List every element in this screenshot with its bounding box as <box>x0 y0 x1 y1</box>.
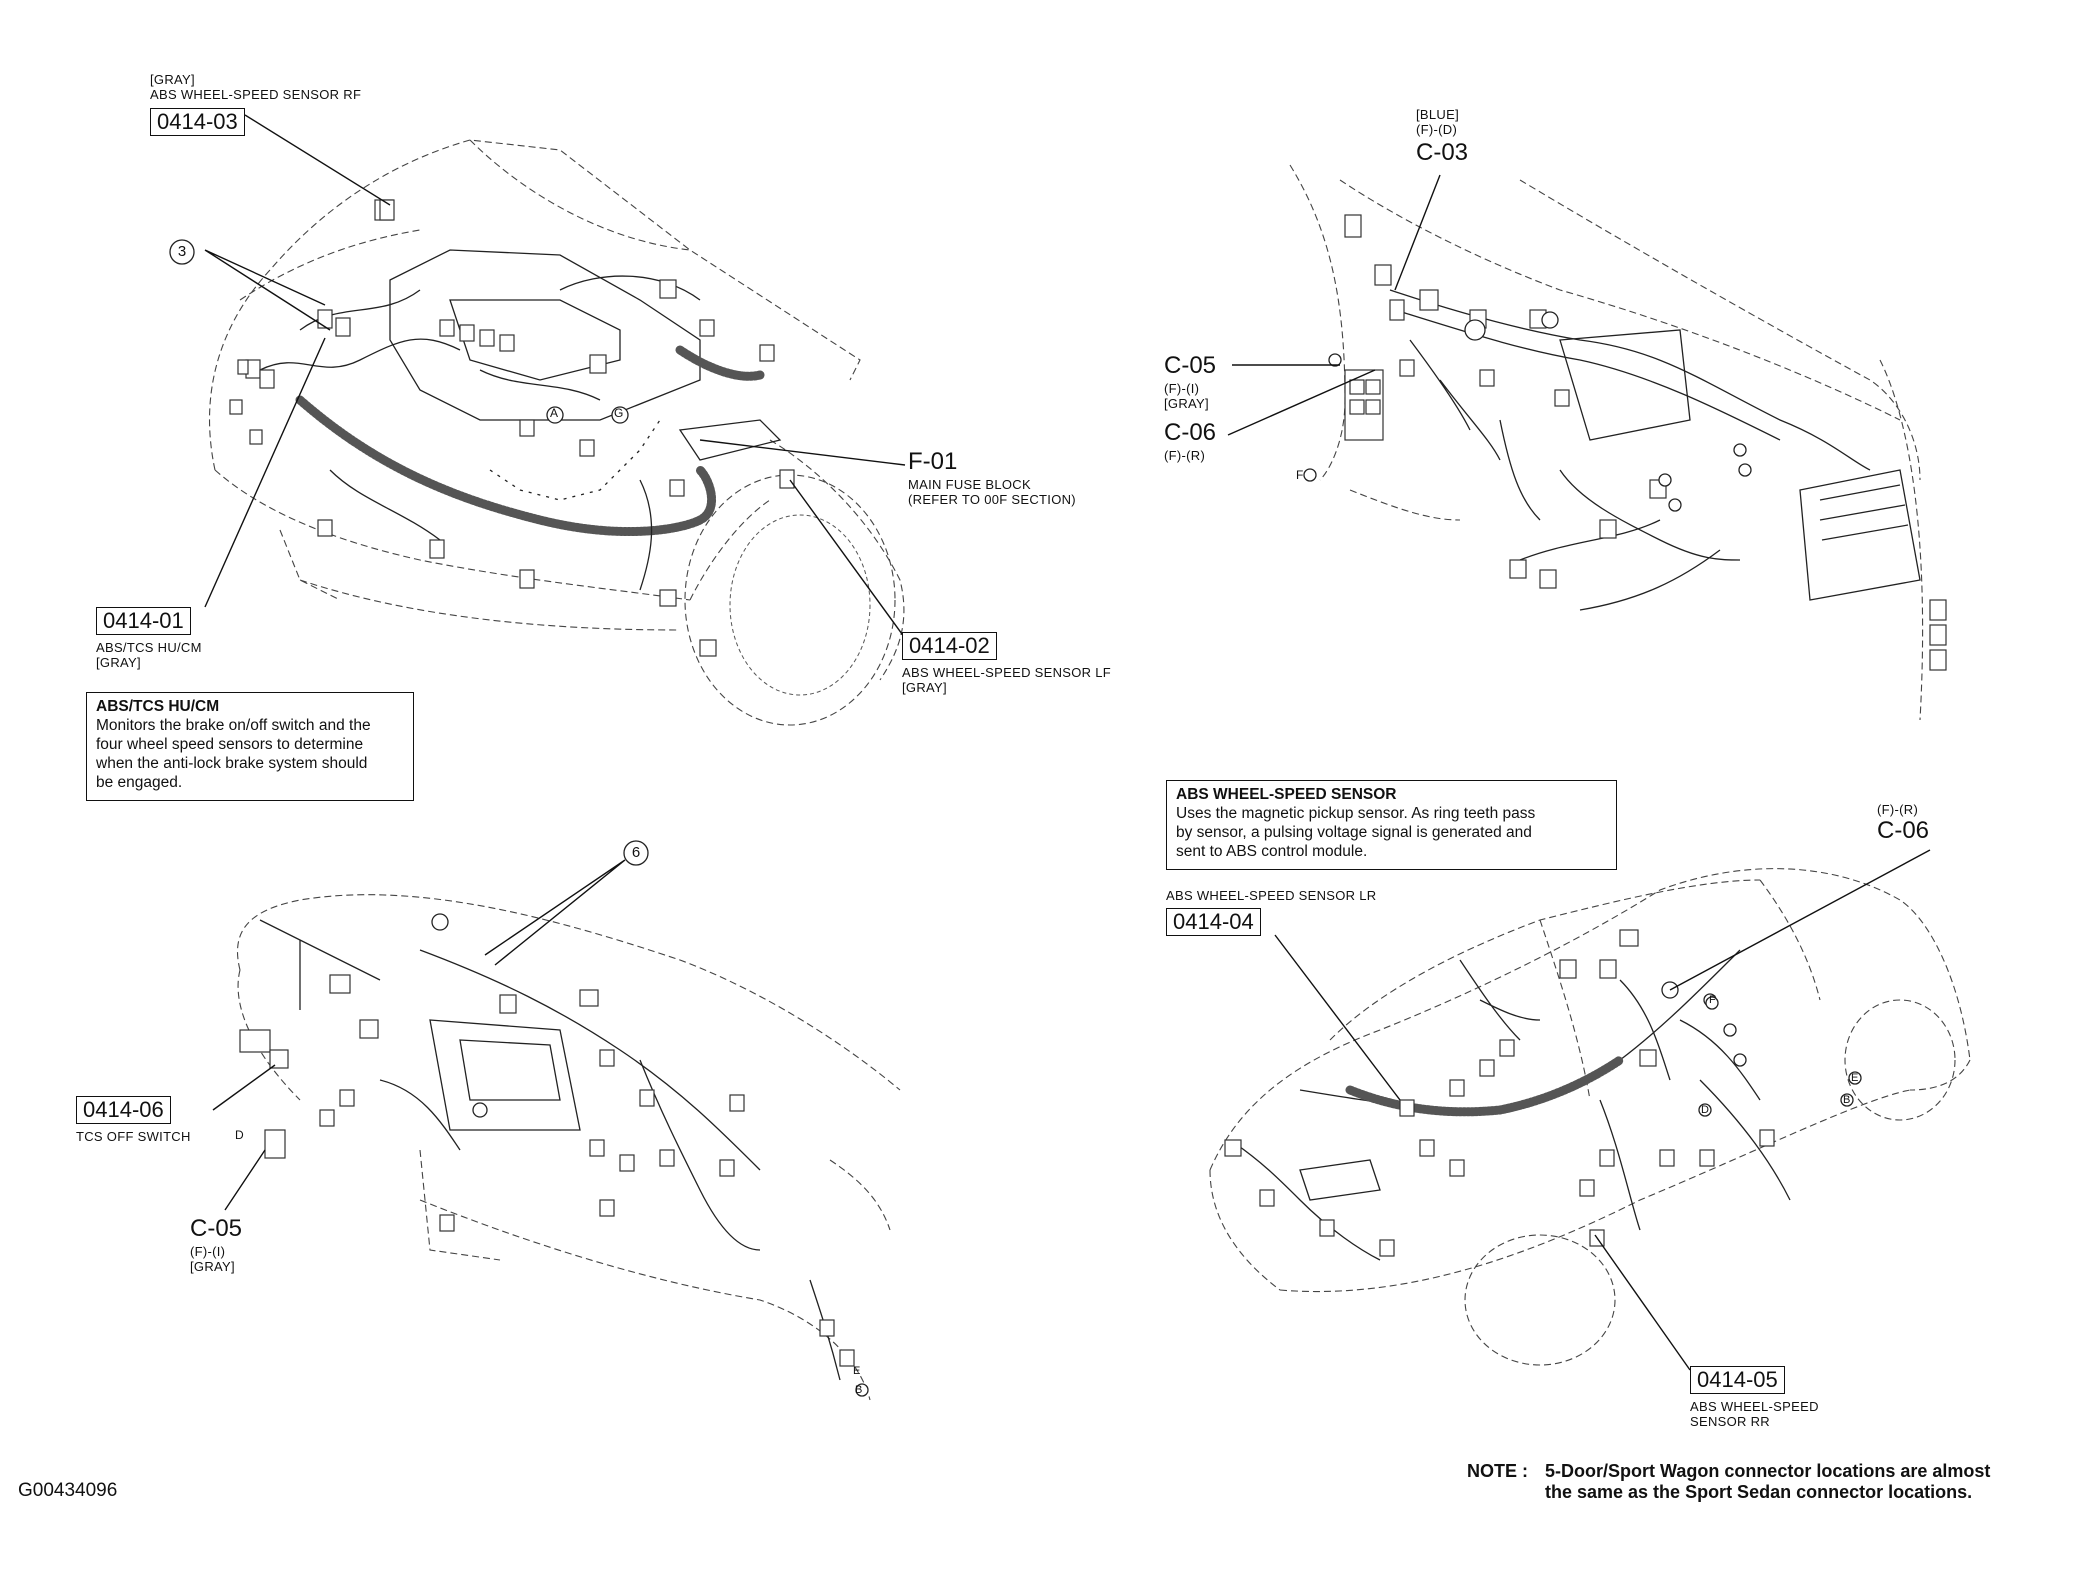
dashboard-bottom-view-drawing <box>212 859 901 1401</box>
info-hucm-line-4: be engaged. <box>96 774 183 791</box>
info-hucm-line-3: when the anti-lock brake system should <box>96 755 368 772</box>
c05-top-color: [GRAY] <box>1164 396 1209 411</box>
marker-b-body: B <box>1843 1094 1851 1106</box>
c05-top-code[interactable]: C-05 <box>1164 352 1217 379</box>
c05-bottom-pos: (F)-(I) <box>190 1244 226 1259</box>
c03-color: [BLUE] <box>1416 107 1459 122</box>
c06-body-pos: (F)-(R) <box>1877 802 1919 817</box>
image-id: G00434096 <box>18 1480 118 1501</box>
c05-bottom-code[interactable]: C-05 <box>190 1215 243 1242</box>
sensor-lf-code[interactable]: 0414-02 <box>902 632 997 660</box>
info-sensor-line-3: sent to ABS control module. <box>1176 843 1368 860</box>
callout-6: 6 <box>631 844 641 861</box>
sensor-rr-label-1: ABS WHEEL-SPEED <box>1690 1399 1819 1414</box>
c05-bottom-color: [GRAY] <box>190 1259 235 1274</box>
engine-compartment-drawing <box>204 114 911 726</box>
hucm-color: [GRAY] <box>96 655 141 670</box>
fuse-block-code[interactable]: F-01 <box>908 448 958 475</box>
c06-top-code[interactable]: C-06 <box>1164 419 1217 446</box>
c06-top-pos: (F)-(R) <box>1164 448 1206 463</box>
marker-g: G <box>614 406 624 420</box>
info-sensor-title: ABS WHEEL-SPEED SENSOR <box>1176 786 1397 803</box>
car-body-drawing <box>1209 849 1971 1371</box>
tcs-code[interactable]: 0414-06 <box>76 1096 171 1124</box>
note-line-1: 5-Door/Sport Wagon connector locations a… <box>1545 1461 1991 1481</box>
hucm-label: ABS/TCS HU/CM <box>96 640 202 655</box>
sensor-rr-code[interactable]: 0414-05 <box>1690 1366 1785 1394</box>
c06-body-code[interactable]: C-06 <box>1877 817 1930 844</box>
sensor-rf-label: ABS WHEEL-SPEED SENSOR RF <box>150 87 362 102</box>
sensor-lr-label: ABS WHEEL-SPEED SENSOR LR <box>1166 888 1377 903</box>
info-sensor-line-1: Uses the magnetic pickup sensor. As ring… <box>1176 805 1536 822</box>
info-sensor-box: ABS WHEEL-SPEED SENSOR Uses the magnetic… <box>1166 780 1617 870</box>
c03-code[interactable]: C-03 <box>1416 139 1469 166</box>
sensor-lf-label: ABS WHEEL-SPEED SENSOR LF <box>902 665 1112 680</box>
sensor-lf-color: [GRAY] <box>902 680 947 695</box>
marker-f-body: F <box>1709 994 1716 1006</box>
callout-6-circle <box>623 840 649 866</box>
note-prefix: NOTE : <box>1467 1461 1528 1481</box>
info-hucm-box: ABS/TCS HU/CM Monitors the brake on/off … <box>86 692 414 801</box>
marker-a: A <box>550 406 559 420</box>
sensor-rf-code[interactable]: 0414-03 <box>150 108 245 136</box>
marker-b-bottom: B <box>855 1384 863 1396</box>
hucm-code[interactable]: 0414-01 <box>96 607 191 635</box>
c03-pos: (F)-(D) <box>1416 122 1458 137</box>
callout-3: 3 <box>177 243 187 260</box>
callout-3-circle <box>169 239 195 265</box>
sensor-rf-color: [GRAY] <box>150 72 195 87</box>
fuse-block-label: MAIN FUSE BLOCK <box>908 477 1031 492</box>
info-hucm-title: ABS/TCS HU/CM <box>96 698 220 715</box>
marker-d-bottom: D <box>235 1128 244 1142</box>
fuse-block-note: (REFER TO 00F SECTION) <box>908 492 1076 507</box>
info-sensor-line-2: by sensor, a pulsing voltage signal is g… <box>1176 824 1532 841</box>
info-hucm-line-2: four wheel speed sensors to determine <box>96 736 364 753</box>
sensor-lr-code[interactable]: 0414-04 <box>1166 908 1261 936</box>
note-line-2: the same as the Sport Sedan connector lo… <box>1545 1482 1973 1502</box>
info-hucm-line-1: Monitors the brake on/off switch and the <box>96 717 371 734</box>
c05-top-pos: (F)-(I) <box>1164 381 1200 396</box>
marker-d-body: D <box>1701 1104 1709 1116</box>
dashboard-top-view-drawing <box>1227 164 1947 721</box>
marker-e-body: E <box>1851 1072 1859 1084</box>
marker-f-top: F <box>1296 468 1304 482</box>
marker-e-bottom: E <box>853 1365 861 1377</box>
sensor-rr-label-2: SENSOR RR <box>1690 1414 1770 1429</box>
tcs-label: TCS OFF SWITCH <box>76 1129 191 1144</box>
